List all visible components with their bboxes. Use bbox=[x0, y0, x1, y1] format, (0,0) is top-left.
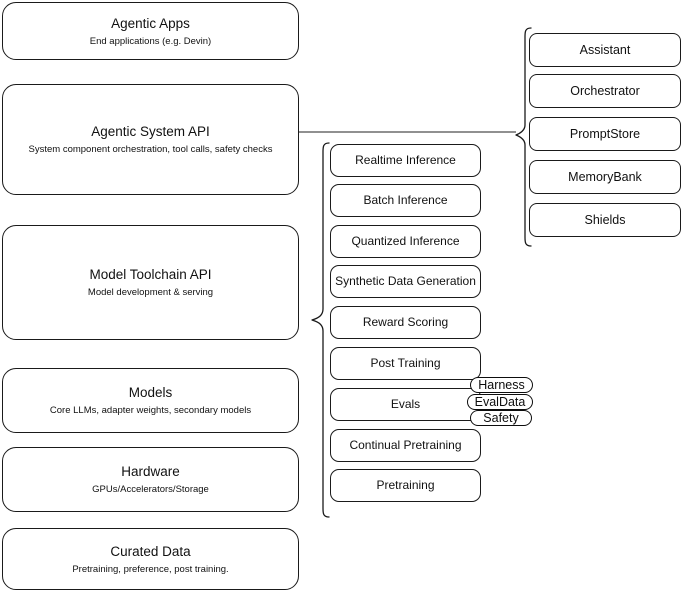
component-title: Shields bbox=[584, 213, 626, 227]
capability-title: Continual Pretraining bbox=[349, 438, 462, 452]
component-title: Assistant bbox=[579, 43, 631, 57]
layer-title: Models bbox=[128, 385, 173, 400]
layer-subtitle: Pretraining, preference, post training. bbox=[72, 563, 229, 575]
capability-title: Evals bbox=[390, 397, 421, 411]
layer-model-toolchain-api[interactable]: Model Toolchain API Model development & … bbox=[2, 225, 299, 340]
layer-hardware[interactable]: Hardware GPUs/Accelerators/Storage bbox=[2, 447, 299, 512]
component-shields[interactable]: Shields bbox=[529, 203, 681, 237]
capability-realtime-inference[interactable]: Realtime Inference bbox=[330, 144, 481, 177]
layer-subtitle: GPUs/Accelerators/Storage bbox=[92, 484, 209, 495]
connector-system-api-to-components bbox=[299, 131, 516, 133]
brace-path bbox=[515, 27, 532, 247]
component-title: Orchestrator bbox=[570, 84, 640, 98]
layer-agentic-apps[interactable]: Agentic Apps End applications (e.g. Devi… bbox=[2, 2, 299, 60]
layer-title: Agentic System API bbox=[91, 124, 210, 139]
layer-subtitle: Core LLMs, adapter weights, secondary mo… bbox=[49, 405, 252, 416]
layer-subtitle: Model development & serving bbox=[87, 287, 214, 298]
eval-subcomponent-harness[interactable]: Harness bbox=[470, 377, 533, 393]
capability-title: Quantized Inference bbox=[351, 234, 460, 248]
capability-title: Reward Scoring bbox=[362, 315, 449, 329]
component-promptstore[interactable]: PromptStore bbox=[529, 117, 681, 151]
capability-title: Realtime Inference bbox=[355, 153, 456, 167]
capability-continual-pretraining[interactable]: Continual Pretraining bbox=[330, 429, 481, 462]
component-memorybank[interactable]: MemoryBank bbox=[529, 160, 681, 194]
layer-models[interactable]: Models Core LLMs, adapter weights, secon… bbox=[2, 368, 299, 433]
component-title: PromptStore bbox=[569, 127, 641, 141]
layer-subtitle: System component orchestration, tool cal… bbox=[28, 144, 273, 155]
capability-title: Batch Inference bbox=[363, 193, 448, 207]
capability-title: Pretraining bbox=[376, 478, 435, 492]
brace-system-components bbox=[515, 27, 532, 247]
capability-reward-scoring[interactable]: Reward Scoring bbox=[330, 306, 481, 339]
brace-toolchain-capabilities bbox=[311, 142, 330, 518]
capability-post-training[interactable]: Post Training bbox=[330, 347, 481, 380]
component-title: MemoryBank bbox=[568, 170, 642, 184]
layer-title: Hardware bbox=[121, 464, 180, 479]
layer-curated-data[interactable]: Curated Data Pretraining, preference, po… bbox=[2, 528, 299, 590]
layer-subtitle: End applications (e.g. Devin) bbox=[89, 35, 212, 47]
capability-evals[interactable]: Evals bbox=[330, 388, 481, 421]
component-orchestrator[interactable]: Orchestrator bbox=[529, 74, 681, 108]
capability-synthetic-data-generation[interactable]: Synthetic Data Generation bbox=[330, 265, 481, 298]
capability-pretraining[interactable]: Pretraining bbox=[330, 469, 481, 502]
brace-path bbox=[311, 142, 330, 518]
eval-subcomponent-evaldata[interactable]: EvalData bbox=[467, 394, 533, 410]
layer-title: Curated Data bbox=[110, 543, 191, 559]
component-assistant[interactable]: Assistant bbox=[529, 33, 681, 67]
layer-agentic-system-api[interactable]: Agentic System API System component orch… bbox=[2, 84, 299, 195]
capability-quantized-inference[interactable]: Quantized Inference bbox=[330, 225, 481, 258]
layer-title: Agentic Apps bbox=[111, 15, 190, 31]
capability-title: Synthetic Data Generation bbox=[335, 274, 476, 288]
layer-title: Model Toolchain API bbox=[89, 267, 212, 282]
eval-subcomponent-safety[interactable]: Safety bbox=[470, 410, 532, 426]
capability-batch-inference[interactable]: Batch Inference bbox=[330, 184, 481, 217]
capability-title: Post Training bbox=[370, 356, 441, 370]
